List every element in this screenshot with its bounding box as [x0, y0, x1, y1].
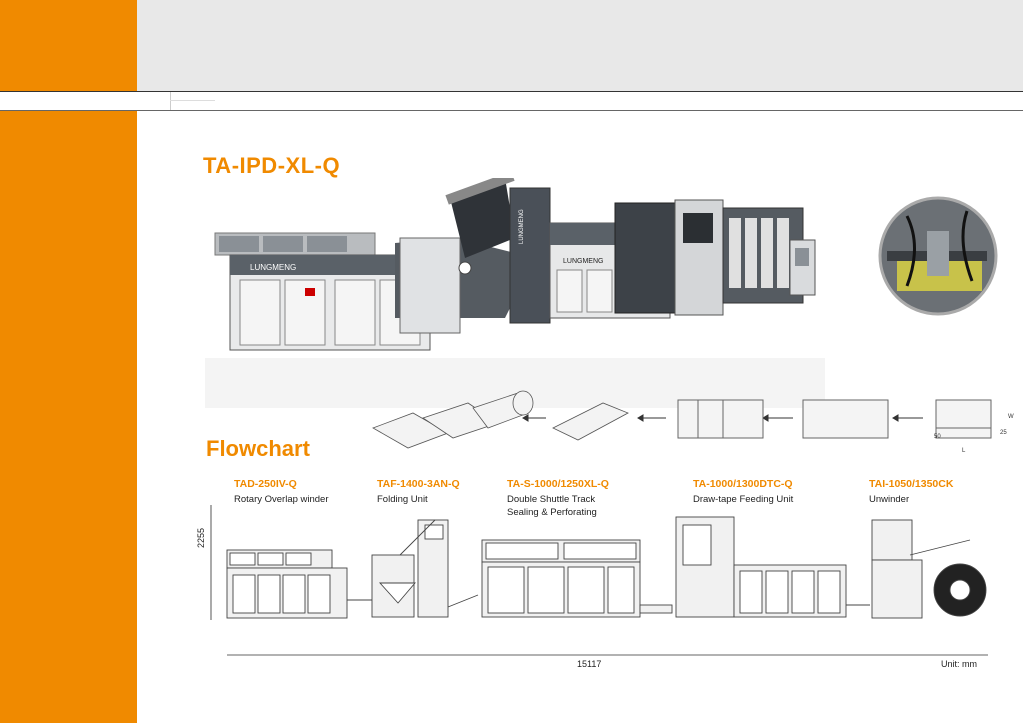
model-title: TA-IPD-XL-Q	[203, 153, 341, 178]
side-accent-top	[0, 0, 137, 91]
flow-unit-sealing: TA-S-1000/1250XL-Q Double Shuttle Track …	[507, 478, 609, 519]
brand-logo-1: LUNGMENG	[250, 263, 296, 272]
unit-name: Unwinder	[869, 494, 910, 505]
length-dimension: 15117	[577, 659, 602, 669]
bag-label-w: W	[1008, 414, 1014, 420]
unit-code: TA-1000/1300DTC-Q	[693, 478, 793, 490]
header-tick	[170, 92, 171, 110]
unit-name: Sealing & Perforating	[507, 507, 597, 518]
header-tick-line	[170, 100, 215, 101]
unit-name: Draw-tape Feeding Unit	[693, 494, 794, 505]
unit-code: TAD-250IV-Q	[234, 478, 297, 490]
flow-unit-unwinder: TAI-1050/1350CK Unwinder	[869, 478, 953, 506]
side-accent-bottom	[0, 111, 137, 723]
bag-process-diagram: 50 25 W L	[372, 390, 1014, 454]
height-dimension: 2255	[196, 527, 206, 548]
brand-logo-2: LUNGMENG	[519, 209, 525, 244]
machine-line-photo: LUNGMENG LUNGMENG LUNGMENG	[205, 178, 825, 408]
unit-code: TAI-1050/1350CK	[869, 478, 954, 490]
layout-line-drawing	[210, 505, 988, 656]
unit-name: Folding Unit	[377, 494, 428, 505]
unit-name: Double Shuttle Track	[507, 494, 596, 505]
detail-inset-photo	[878, 196, 998, 316]
header-band	[137, 0, 1023, 91]
flow-unit-draw-tape: TA-1000/1300DTC-Q Draw-tape Feeding Unit	[693, 478, 793, 506]
unit-note: Unit: mm	[941, 659, 977, 669]
unit-name: Rotary Overlap winder	[234, 494, 329, 505]
flow-unit-folding: TAF-1400-3AN-Q Folding Unit	[377, 478, 460, 506]
brand-logo-3: LUNGMENG	[563, 258, 603, 265]
header-rule-bottom	[0, 110, 1023, 111]
bag-label-50: 50	[934, 434, 941, 440]
unit-code: TAF-1400-3AN-Q	[377, 478, 460, 490]
flowchart-title: Flowchart	[206, 436, 310, 461]
unit-code: TA-S-1000/1250XL-Q	[507, 478, 609, 490]
bag-label-25: 25	[1000, 430, 1007, 436]
bag-label-l: L	[962, 448, 966, 454]
flow-unit-winder: TAD-250IV-Q Rotary Overlap winder	[234, 478, 329, 506]
header-rule	[0, 91, 1023, 92]
